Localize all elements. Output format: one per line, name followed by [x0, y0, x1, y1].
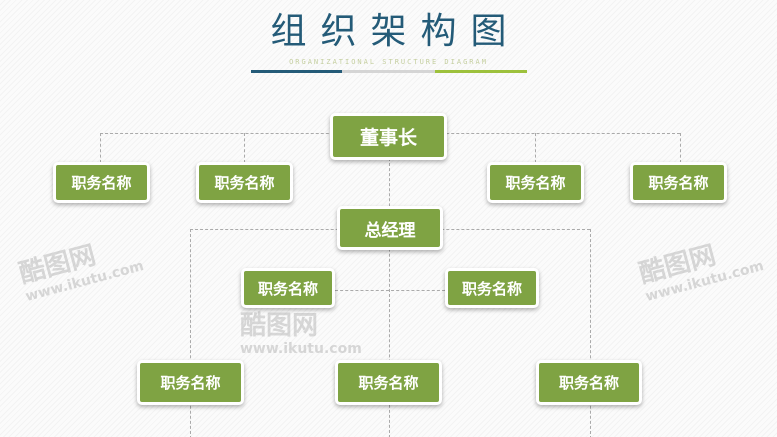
chairman-box[interactable]: 董事长: [330, 113, 447, 160]
position-box[interactable]: 职务名称: [487, 162, 584, 203]
position-box[interactable]: 职务名称: [196, 162, 293, 203]
connector: [535, 133, 536, 163]
connector: [244, 133, 245, 163]
position-box[interactable]: 职务名称: [137, 360, 244, 405]
title-bar-blue: [251, 70, 342, 73]
position-box[interactable]: 职务名称: [241, 268, 335, 308]
position-box[interactable]: 职务名称: [445, 268, 539, 308]
page-title: 组织架构图: [270, 11, 521, 52]
connector: [680, 133, 681, 163]
position-box[interactable]: 职务名称: [335, 360, 442, 405]
connector: [590, 229, 591, 437]
position-box[interactable]: 职务名称: [630, 162, 727, 203]
connector: [190, 229, 191, 437]
page-subtitle: ORGANIZATIONAL STRUCTURE DIAGRAM: [289, 58, 488, 66]
position-box[interactable]: 职务名称: [53, 162, 150, 203]
title-bar-gray: [342, 70, 435, 73]
connector: [100, 133, 101, 163]
title-bar-green: [435, 70, 527, 73]
connector: [389, 158, 390, 437]
position-box[interactable]: 职务名称: [536, 360, 642, 405]
general-manager-box[interactable]: 总经理: [337, 206, 443, 250]
connector: [335, 290, 445, 291]
